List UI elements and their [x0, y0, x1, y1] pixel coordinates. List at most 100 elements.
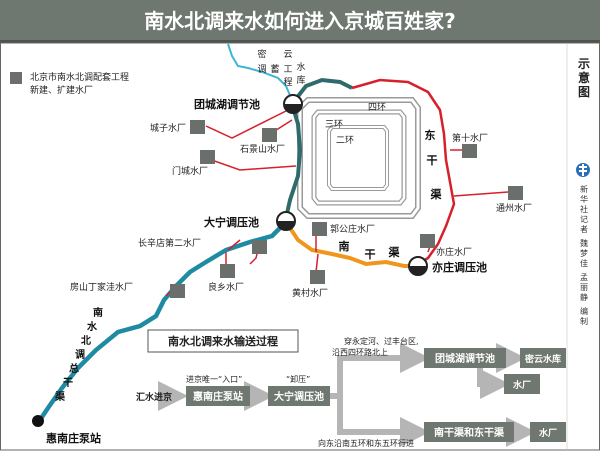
miyun-char: 云 [283, 50, 292, 60]
credit-char: 魏 [580, 238, 588, 248]
plant-box-1-label: 水厂 [513, 379, 531, 391]
east-canal [351, 78, 456, 266]
plant-box-2-label: 水厂 [539, 427, 557, 439]
tuancheng-box [424, 348, 506, 368]
mentougou-plant-label: 门城水厂 [172, 165, 208, 177]
credit-char: 佳 [580, 258, 588, 268]
credit-char: 丽 [580, 283, 588, 292]
south-canal [284, 220, 416, 268]
yizhuang-plant-marker [420, 234, 435, 248]
tuancheng-station-icon [283, 94, 303, 114]
liangxiang-plant-marker [220, 264, 235, 278]
yizhuang-station-label: 亦庄调压池 [432, 260, 487, 274]
fangshan-plant-label: 房山丁家洼水厂 [70, 281, 133, 293]
credit-char: 梦 [580, 249, 588, 258]
chengzi-connector [205, 107, 293, 139]
plant-connectors [165, 107, 509, 297]
chengzi-plant-marker [190, 120, 205, 134]
third-ring-road-inner [312, 110, 406, 205]
main-canal-char: 南 [93, 306, 103, 319]
east-canal-char: 渠 [431, 187, 443, 201]
daning-box [268, 386, 330, 406]
nangan-box [424, 422, 514, 442]
yizhuang-station-icon [408, 256, 428, 276]
shijingshan-plant-marker [262, 128, 277, 142]
process-title-box [147, 329, 299, 353]
nangan-box-label: 南干渠和东干渠 [434, 426, 505, 439]
south-canal-char: 南 [339, 239, 350, 253]
credit-char: 者 [580, 225, 588, 234]
svg-text:示意图: 示意图 [577, 57, 590, 99]
changxindian-connector-2 [227, 239, 241, 251]
tenth-plant-marker [462, 144, 477, 158]
fourth-ring-road-inner [298, 98, 420, 218]
credit-char: 社 [580, 204, 588, 214]
main-canal-char: 调 [75, 348, 85, 361]
credit-char: 孟 [580, 272, 588, 282]
xinhua-logo-icon [576, 163, 590, 177]
legend-marker [10, 72, 22, 84]
huangcun-plant-marker [310, 270, 325, 284]
fangshan-plant-marker [170, 284, 185, 298]
main-canal-char: 水 [86, 320, 98, 333]
third-ring-label: 三环 [325, 119, 343, 130]
north-line [284, 103, 303, 219]
main-canal-char: 北 [81, 334, 91, 347]
legend-line-2: 新建、扩建水厂 [30, 84, 93, 96]
credit-char: 新 [580, 184, 588, 194]
huinan-box-label: 惠南庄泵站 [193, 390, 243, 403]
miyun-link-line [227, 43, 293, 101]
daning-box-label: 大宁调压池 [274, 390, 324, 403]
main-canal-char: 干 [63, 377, 73, 389]
fourth-ring-road [297, 97, 421, 219]
arrow-plant-1 [477, 368, 510, 399]
mentougou-plant-marker [200, 150, 215, 164]
main-canal-char: 总 [69, 362, 79, 375]
credit-char: 华 [580, 194, 588, 204]
fangshan-connector [165, 291, 171, 297]
gongcheng-char: 工 [283, 65, 292, 75]
tongzhou-plant-marker [508, 186, 523, 200]
main-canal [38, 220, 288, 422]
tongzhou-plant-label: 通州水厂 [496, 202, 532, 214]
miyun-box-label: 密云水库 [524, 353, 561, 365]
south-canal-char: 干 [365, 248, 376, 261]
title-bar-shadow [0, 40, 600, 43]
title-bar [0, 0, 600, 40]
liangxiang-plant-label: 良乡水厂 [208, 281, 244, 293]
daning-station-label: 大宁调压池 [204, 215, 259, 229]
shui-char: 水 [296, 61, 305, 73]
east-canal-char: 干 [427, 154, 438, 167]
page-title: 南水北调来水如何进入京城百姓家? [144, 9, 456, 33]
chengzi-plant-label: 城子水厂 [150, 122, 186, 134]
east-route-label: 向东沿南五环和东五环行进 [318, 438, 414, 448]
arrow-east [337, 396, 430, 447]
credit-char: 记 [580, 215, 588, 224]
ku-char: 库 [296, 74, 305, 86]
sidebar-title: 示意图 [577, 57, 590, 99]
tenth-plant-label: 第十水厂 [452, 132, 488, 144]
tiaoxu-char: 蓄 [270, 63, 279, 75]
daning-station-icon [276, 211, 296, 231]
cheng-char: 程 [283, 77, 292, 88]
entrance-label: 进京唯一“入口” [186, 374, 242, 384]
shijingshan-plant-label: 石景山水厂 [240, 143, 285, 155]
plant-box-1 [504, 374, 540, 394]
yaya-label: “卸压” [286, 374, 310, 384]
tiaoxu-char: 调 [257, 64, 266, 75]
credit-char: 制 [580, 316, 588, 326]
main-canal-char: 渠 [54, 390, 66, 403]
plant-box-2 [530, 422, 566, 442]
process-title: 南水北调来水输送过程 [168, 334, 278, 348]
tuancheng-box-label: 团城湖调节池 [435, 352, 495, 365]
yizhuang-plant-label: 亦庄水厂 [436, 246, 472, 258]
huinanzhuang-station-label: 惠南庄泵站 [46, 431, 101, 445]
huinan-box [186, 386, 250, 406]
mentougou-connector [205, 157, 297, 171]
tuancheng-station-label: 团城湖调节池 [194, 97, 260, 111]
miyun-reservoir-line [290, 77, 353, 106]
changxindian-plant-marker [252, 240, 267, 254]
process-panel: 南水北调来水输送过程 汇水进京 进京唯一“入口” “卸压” 穿永定河、过丰台区,… [136, 329, 566, 448]
